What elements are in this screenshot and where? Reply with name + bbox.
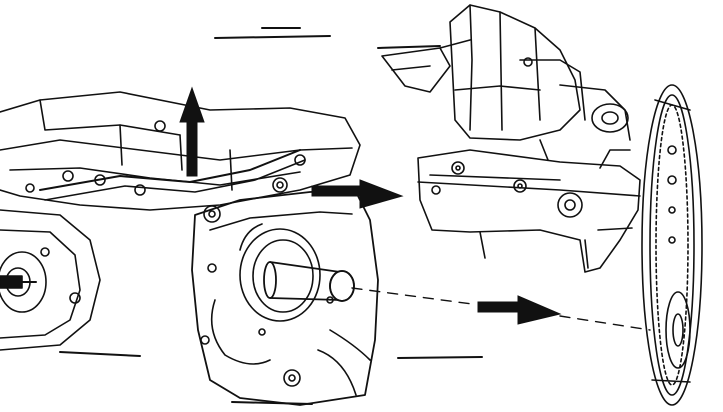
shaft-right-arrow: [477, 295, 562, 325]
lift-up-arrow: [179, 86, 205, 177]
slide-right-arrow: [311, 179, 404, 209]
alignment-axis: [351, 287, 651, 331]
timing-chain-sprocket: [641, 84, 703, 406]
motion-lines: [59, 27, 483, 405]
crankshaft-nose: [263, 261, 355, 302]
oil-pump: [381, 4, 641, 273]
engine-block: [0, 91, 379, 406]
